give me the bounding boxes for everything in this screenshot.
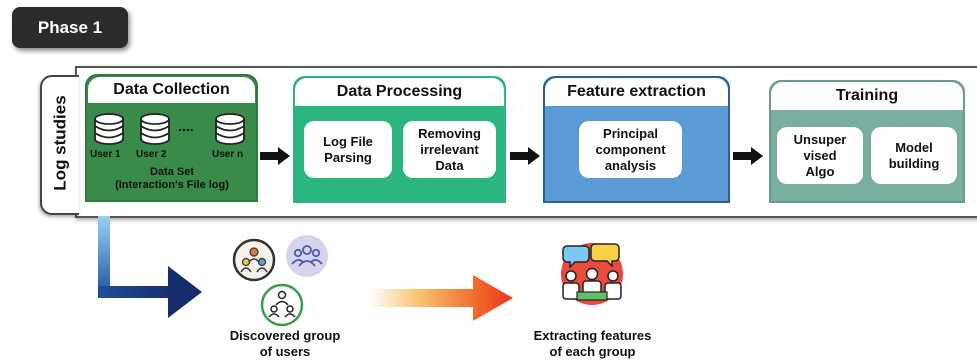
step-pca: Principal component analysis <box>579 121 682 178</box>
database-icon <box>215 113 245 145</box>
stage-title-extraction: Feature extraction <box>545 78 728 106</box>
stage-title-collection: Data Collection <box>88 77 255 103</box>
stage-title-processing: Data Processing <box>295 78 504 106</box>
dataset-label: Data Set (Interaction's File log) <box>115 166 229 191</box>
arrow-right-icon <box>510 147 540 165</box>
step-unsupervised: Unsuper vised Algo <box>777 127 863 184</box>
arrow-right-icon <box>733 147 763 165</box>
hierarchy-users-icon <box>260 283 304 327</box>
user-2-label: User 2 <box>136 149 167 160</box>
features-caption: Extracting features of each group <box>533 328 652 359</box>
stage-title-training: Training <box>771 82 963 110</box>
step-log-parsing: Log File Parsing <box>304 121 392 178</box>
people-circle-icon <box>286 235 328 277</box>
right-arrow-icon <box>368 275 513 321</box>
database-icon <box>94 113 124 145</box>
step-model-building: Model building <box>871 127 957 184</box>
side-label: Log studies <box>50 95 70 191</box>
database-icon <box>140 113 170 145</box>
user-group-icon <box>232 238 276 282</box>
side-tab <box>40 75 79 215</box>
user-1-label: User 1 <box>90 149 121 160</box>
arrow-right-icon <box>260 147 290 165</box>
discussion-group-icon <box>561 243 623 305</box>
step-remove-irrelevant: Removing irrelevant Data <box>403 121 496 178</box>
user-n-label: User n <box>212 149 244 160</box>
groups-caption: Discovered group of users <box>229 328 341 359</box>
phase-badge: Phase 1 <box>12 7 128 48</box>
ellipsis: .... <box>178 118 194 134</box>
down-right-arrow-icon <box>98 216 202 318</box>
